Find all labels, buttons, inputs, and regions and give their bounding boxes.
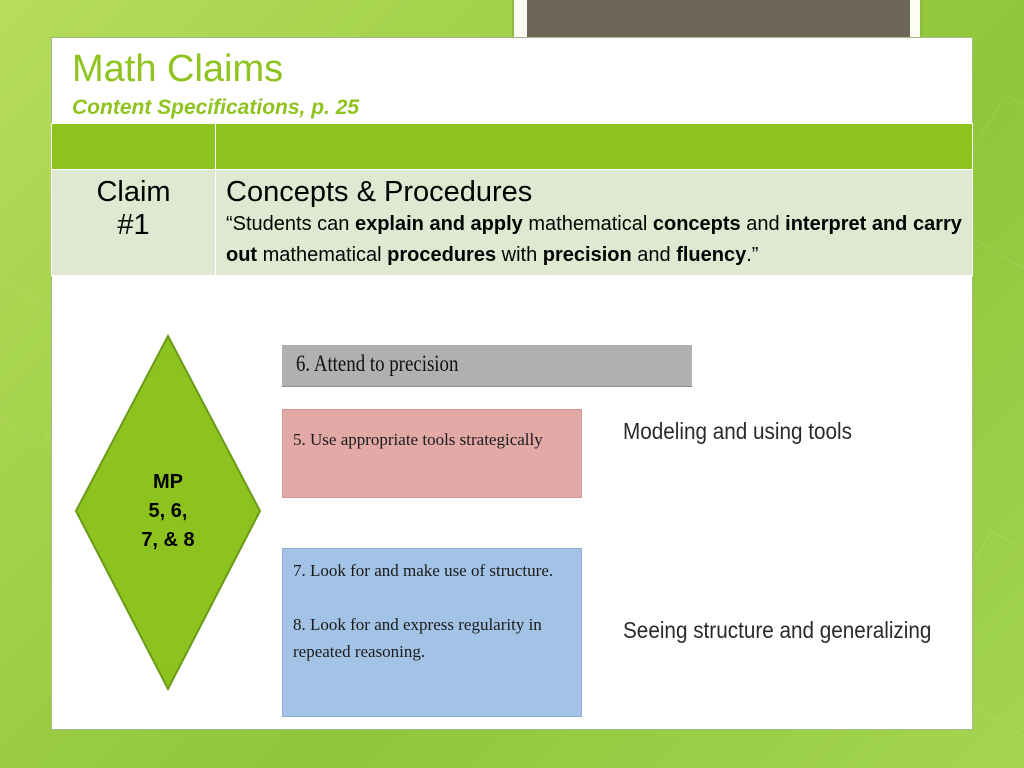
mp5-box: 5. Use appropriate tools strategically [282, 409, 582, 498]
claim-number: #1 [117, 209, 150, 241]
mp-diamond-shape [74, 334, 262, 692]
claim-heading: Concepts & Procedures [226, 176, 533, 208]
claim-label: Claim [96, 176, 171, 208]
claim-table-header-row [51, 123, 973, 170]
mp6-text: 6. Attend to precision [296, 351, 459, 376]
claim-table-body-row: Claim #1 Concepts & Procedures “Students… [51, 169, 973, 276]
claim-table: Claim #1 Concepts & Procedures “Students… [51, 123, 973, 276]
claim-number-cell: Claim #1 [51, 169, 216, 276]
mp7-mp8-box: 7. Look for and make use of structure. 8… [282, 548, 582, 717]
claim-quote: “Students can explain and apply mathemat… [226, 213, 962, 266]
header-cell [215, 123, 973, 170]
slide-subtitle: Content Specifications, p. 25 [72, 96, 360, 119]
claim-description-cell: Concepts & Procedures “Students can expl… [215, 169, 973, 276]
header-cell [51, 123, 216, 170]
modeling-group-label: Modeling and using tools [623, 418, 853, 444]
mp-diamond-label: MP 5, 6, 7, & 8 [141, 471, 195, 551]
mp7-text: 7. Look for and make use of structure. [293, 561, 554, 580]
structure-group-label: Seeing structure and generalizing [623, 617, 932, 643]
slide-title: Math Claims [72, 48, 284, 90]
mp6-box: 6. Attend to precision [282, 345, 692, 387]
mp8-text: 8. Look for and express regularity in re… [293, 615, 542, 661]
mp5-text: 5. Use appropriate tools strategically [293, 430, 543, 449]
